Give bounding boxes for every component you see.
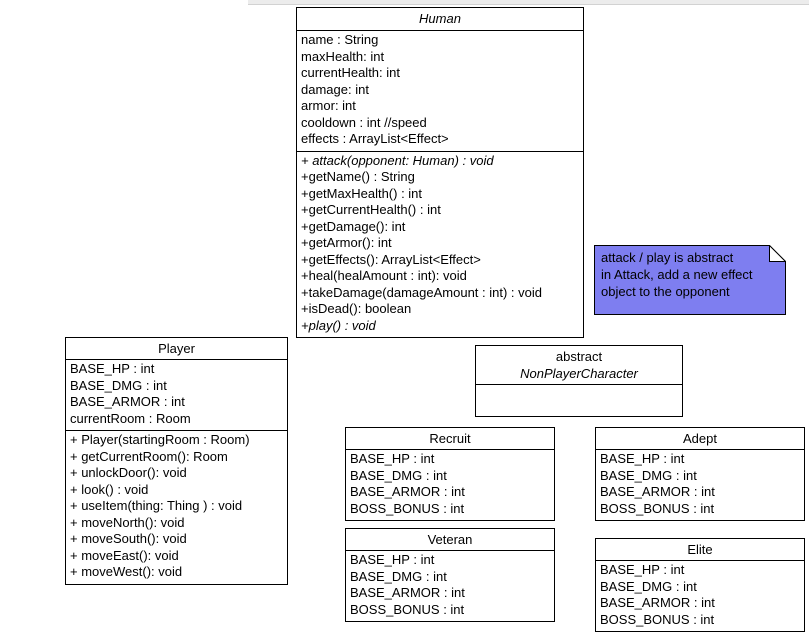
- member-row: name : String: [301, 32, 379, 47]
- member-row: +getDamage(): int: [301, 218, 406, 234]
- member-row: + getCurrentRoom(): Room: [70, 448, 228, 464]
- member-row: cooldown : int //speed: [301, 114, 427, 130]
- member-row: +getName() : String: [301, 169, 415, 184]
- member-row: object to the opponent: [601, 284, 730, 299]
- member-row: BASE_HP : int: [350, 552, 435, 567]
- member-row: + unlockDoor(): void: [70, 465, 187, 480]
- member-row: +getCurrentHealth() : int: [301, 202, 441, 217]
- member-row: in Attack, add a new effect: [601, 267, 753, 282]
- class-title-adept: Adept: [596, 428, 804, 450]
- class-title-player: Player: [66, 338, 287, 360]
- class-title-elite: Elite: [596, 539, 804, 561]
- member-row: BASE_DMG : int: [600, 578, 697, 594]
- member-row: + moveNorth(): void: [70, 514, 185, 530]
- member-row: armor: int: [301, 98, 356, 113]
- member-row: BASE_ARMOR : int: [70, 394, 185, 409]
- member-row: currentRoom : Room: [70, 410, 191, 426]
- class-name-nonplayercharacter: NonPlayerCharacter: [520, 366, 638, 381]
- member-row: BASE_ARMOR : int: [350, 585, 465, 600]
- class-box-nonplayercharacter[interactable]: abstract NonPlayerCharacter: [475, 345, 683, 417]
- member-row: BASE_HP : int: [70, 361, 155, 376]
- member-row: BASE_DMG : int: [600, 467, 697, 483]
- member-row: BASE_HP : int: [600, 562, 685, 577]
- member-row: BOSS_BONUS : int: [350, 601, 465, 617]
- member-row: BASE_HP : int: [600, 451, 685, 466]
- member-row: BASE_ARMOR : int: [350, 484, 465, 499]
- uml-note[interactable]: attack / play is abstract in Attack, add …: [594, 245, 786, 315]
- member-row: +takeDamage(damageAmount : int) : void: [301, 284, 542, 300]
- member-row: +play() : void: [301, 317, 376, 333]
- note-fold-icon: [769, 245, 786, 262]
- member-row: BASE_ARMOR : int: [600, 484, 715, 499]
- member-row: + look() : void: [70, 481, 149, 497]
- member-row: maxHealth: int: [301, 48, 385, 64]
- class-stereotype-abstract: abstract: [555, 349, 603, 364]
- class-title-veteran: Veteran: [346, 529, 554, 551]
- member-row: + moveEast(): void: [70, 547, 179, 563]
- class-methods-human: + attack(opponent: Human) : void+getName…: [297, 150, 583, 338]
- class-methods-player: + Player(startingRoom : Room)+ getCurren…: [66, 430, 287, 584]
- member-row: BOSS_BONUS : int: [350, 500, 465, 516]
- member-row: BASE_HP : int: [350, 451, 435, 466]
- member-row: + Player(startingRoom : Room): [70, 432, 250, 447]
- member-row: +getMaxHealth() : int: [301, 185, 423, 201]
- class-title-human: Human: [297, 8, 583, 31]
- member-row: + moveSouth(): void: [70, 531, 187, 546]
- member-row: +heal(healAmount : int): void: [301, 268, 467, 283]
- member-row: BASE_DMG : int: [70, 377, 167, 393]
- note-shape: [594, 245, 786, 315]
- member-row: + useItem(thing: Thing ) : void: [70, 498, 243, 513]
- member-row: +getEffects(): ArrayList<Effect>: [301, 251, 481, 267]
- member-row: BASE_ARMOR : int: [600, 595, 715, 610]
- member-row: BOSS_BONUS : int: [600, 500, 715, 516]
- member-row: damage: int: [301, 81, 369, 97]
- class-title-recruit: Recruit: [346, 428, 554, 450]
- member-row: attack / play is abstract: [601, 250, 734, 265]
- note-text: attack / play is abstract in Attack, add …: [601, 249, 782, 300]
- member-row: + attack(opponent: Human) : void: [301, 152, 494, 168]
- member-row: effects : ArrayList<Effect>: [301, 131, 449, 146]
- class-title-nonplayercharacter: abstract NonPlayerCharacter: [476, 346, 682, 385]
- class-body-empty-nonplayercharacter: [476, 385, 682, 416]
- member-row: BASE_DMG : int: [350, 467, 447, 483]
- member-row: +isDead(): boolean: [301, 301, 412, 316]
- member-row: + moveWest(): void: [70, 564, 183, 579]
- member-row: currentHealth: int: [301, 65, 400, 80]
- member-row: BASE_DMG : int: [350, 568, 447, 584]
- note-body-shape: [594, 245, 786, 315]
- member-row: +getArmor(): int: [301, 235, 392, 250]
- member-row: BOSS_BONUS : int: [600, 611, 715, 627]
- toolbar-strip: [248, 0, 809, 5]
